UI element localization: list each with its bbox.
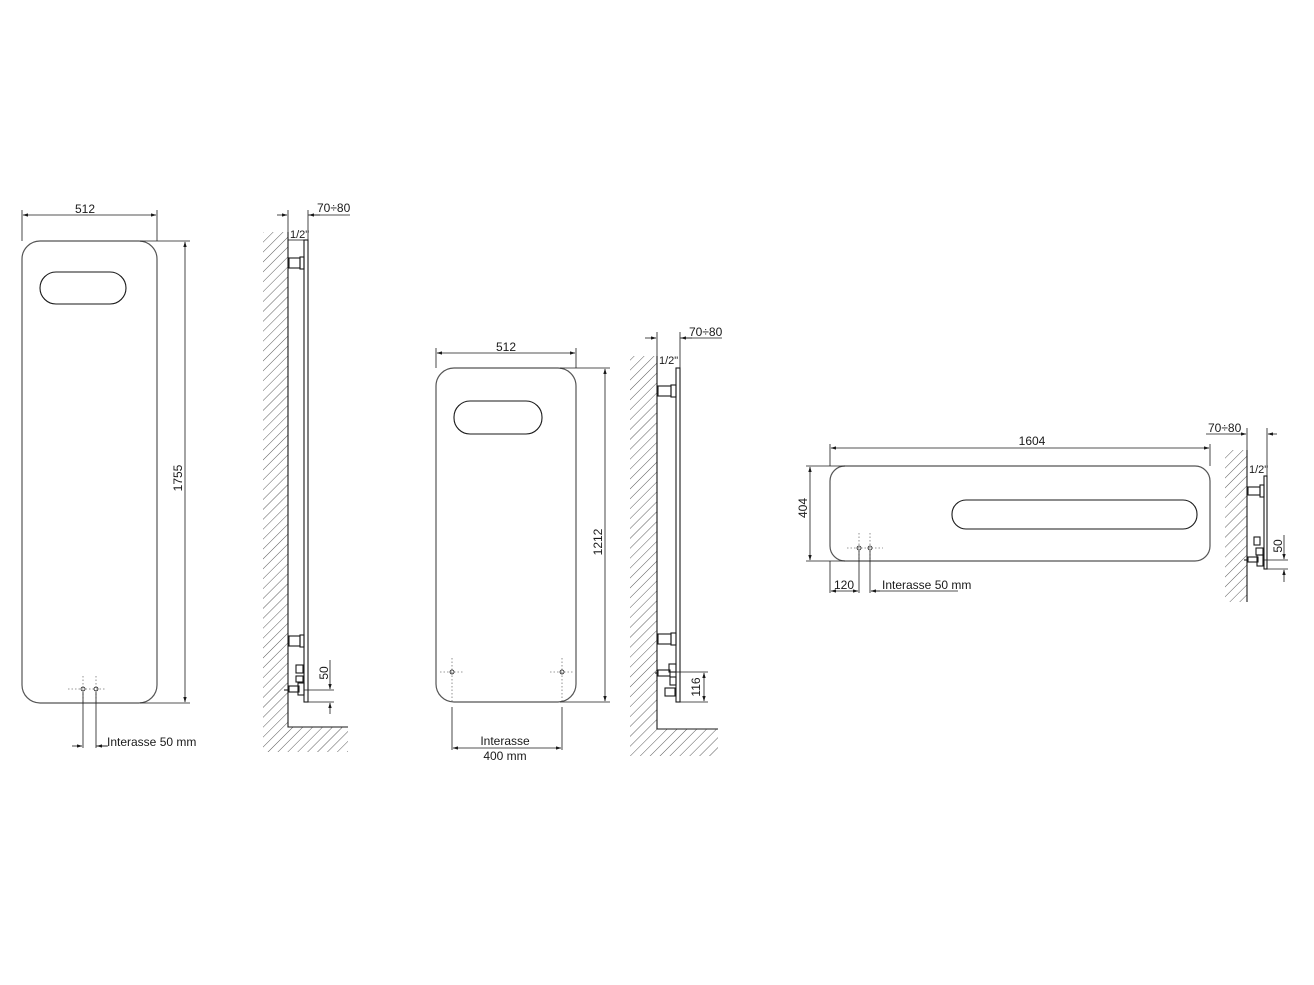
pipe-connection-markers <box>847 533 883 561</box>
depth-label: 70÷80 <box>1208 421 1242 435</box>
towel-slot-outline <box>951 499 1198 530</box>
radiator-panel-outline <box>21 240 158 704</box>
towel-slot-outline <box>453 400 543 435</box>
pipe-connection-markers <box>68 676 105 702</box>
pipe-connection-markers <box>440 658 574 702</box>
medium-radiator-front-view: 512 1212 Interasse 400 mm <box>435 340 610 763</box>
height-label: 1212 <box>591 528 605 555</box>
panel-side-profile <box>1263 475 1268 570</box>
pipe-size-label: 1/2" <box>1249 464 1268 476</box>
radiator-panel-outline <box>829 465 1211 562</box>
offset-label: 50 <box>1271 539 1285 553</box>
height-label: 404 <box>796 498 810 518</box>
pipe-size-label: 1/2" <box>659 355 678 367</box>
offset-label: 50 <box>317 666 331 680</box>
spacing-label: Interasse 50 mm <box>882 578 971 592</box>
depth-label: 70÷80 <box>689 325 723 339</box>
spacing-label-line2: 400 mm <box>483 749 526 763</box>
horizontal-radiator-front-view: 1604 404 120 Interasse 50 mm <box>796 434 1211 593</box>
horizontal-radiator-side-view: 70÷80 1/2" 50 <box>1206 421 1288 602</box>
medium-radiator-side-view: 70÷80 1/2" 116 <box>630 325 723 756</box>
wall-hatching <box>1225 450 1247 602</box>
width-label: 512 <box>496 340 516 354</box>
offset-label: 116 <box>689 677 703 696</box>
width-label: 512 <box>75 202 95 216</box>
radiator-panel-outline <box>435 367 577 703</box>
tall-radiator-front-view: 512 1755 Interasse 50 mm <box>21 202 196 749</box>
panel-side-profile <box>303 239 309 703</box>
panel-side-profile <box>675 367 681 703</box>
spacing-label-line1: Interasse <box>480 734 530 748</box>
towel-slot-outline <box>39 271 127 305</box>
spacing-label: Interasse 50 mm <box>107 735 196 749</box>
width-label: 1604 <box>1019 434 1046 448</box>
edge-offset-label: 120 <box>834 578 854 592</box>
depth-label: 70÷80 <box>317 201 351 215</box>
wall-hatching <box>263 232 348 752</box>
height-label: 1755 <box>171 464 185 491</box>
pipe-size-label: 1/2" <box>290 229 309 241</box>
tall-radiator-side-view: 70÷80 1/2" 50 <box>263 201 351 752</box>
wall-hatching <box>630 356 718 756</box>
